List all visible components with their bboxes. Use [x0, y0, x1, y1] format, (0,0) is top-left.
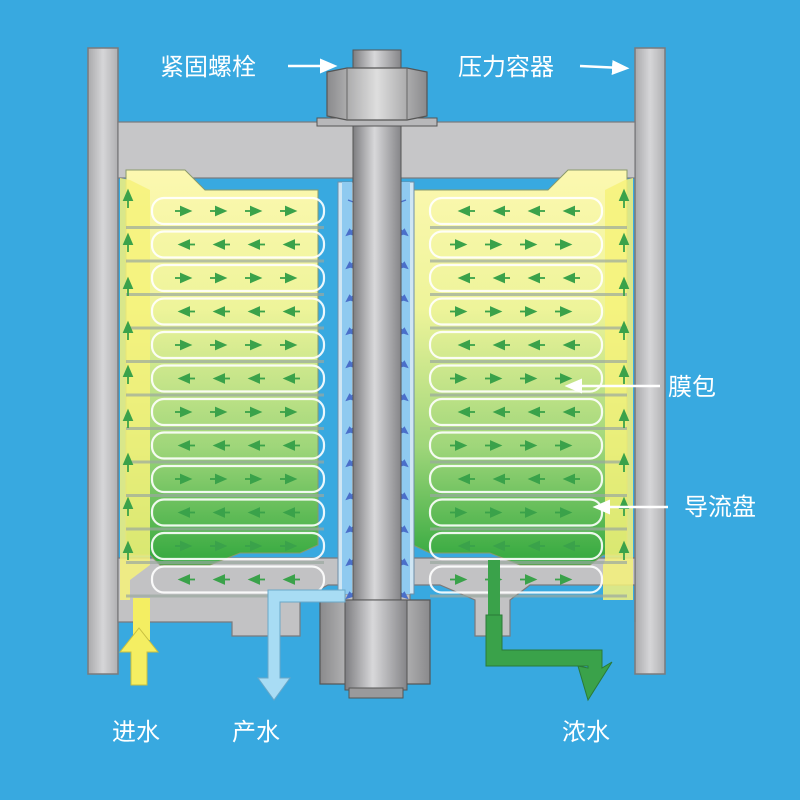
guide-disc [126, 494, 324, 497]
guide-disc [126, 561, 324, 564]
feed-label: 进水 [112, 718, 160, 746]
guide-disc [430, 595, 627, 598]
bolt-label: 紧固螺栓 [160, 53, 256, 81]
membrane-stack-left [126, 170, 318, 565]
membrane-label: 膜包 [668, 373, 716, 401]
guide-disc [126, 394, 324, 397]
guide-disc [430, 561, 627, 564]
guide-disc [126, 461, 324, 464]
bolt-shaft [353, 50, 401, 690]
vessel-wall-left [88, 48, 118, 674]
vessel-label: 压力容器 [458, 53, 554, 81]
disc-label: 导流盘 [684, 493, 756, 521]
bolt-nut-top [327, 68, 427, 120]
guide-disc [126, 528, 324, 531]
guide-disc [430, 394, 627, 397]
guide-disc [430, 327, 627, 330]
feed-channel-left [120, 178, 150, 600]
permeate-channel-left [342, 182, 352, 594]
vessel-wall-right [635, 48, 665, 674]
guide-disc [430, 226, 627, 229]
guide-disc [126, 360, 324, 363]
guide-disc [430, 461, 627, 464]
guide-disc [430, 494, 627, 497]
guide-disc [126, 260, 324, 263]
product-label: 产水 [232, 718, 280, 746]
guide-disc [126, 427, 324, 430]
guide-disc [430, 260, 627, 263]
guide-disc [126, 327, 324, 330]
guide-disc [430, 293, 627, 296]
guide-disc [126, 226, 324, 229]
guide-disc [126, 293, 324, 296]
guide-disc [430, 528, 627, 531]
guide-disc [430, 427, 627, 430]
feed-channel-right [603, 178, 633, 600]
guide-disc [430, 360, 627, 363]
concentrate-label: 浓水 [562, 718, 610, 746]
